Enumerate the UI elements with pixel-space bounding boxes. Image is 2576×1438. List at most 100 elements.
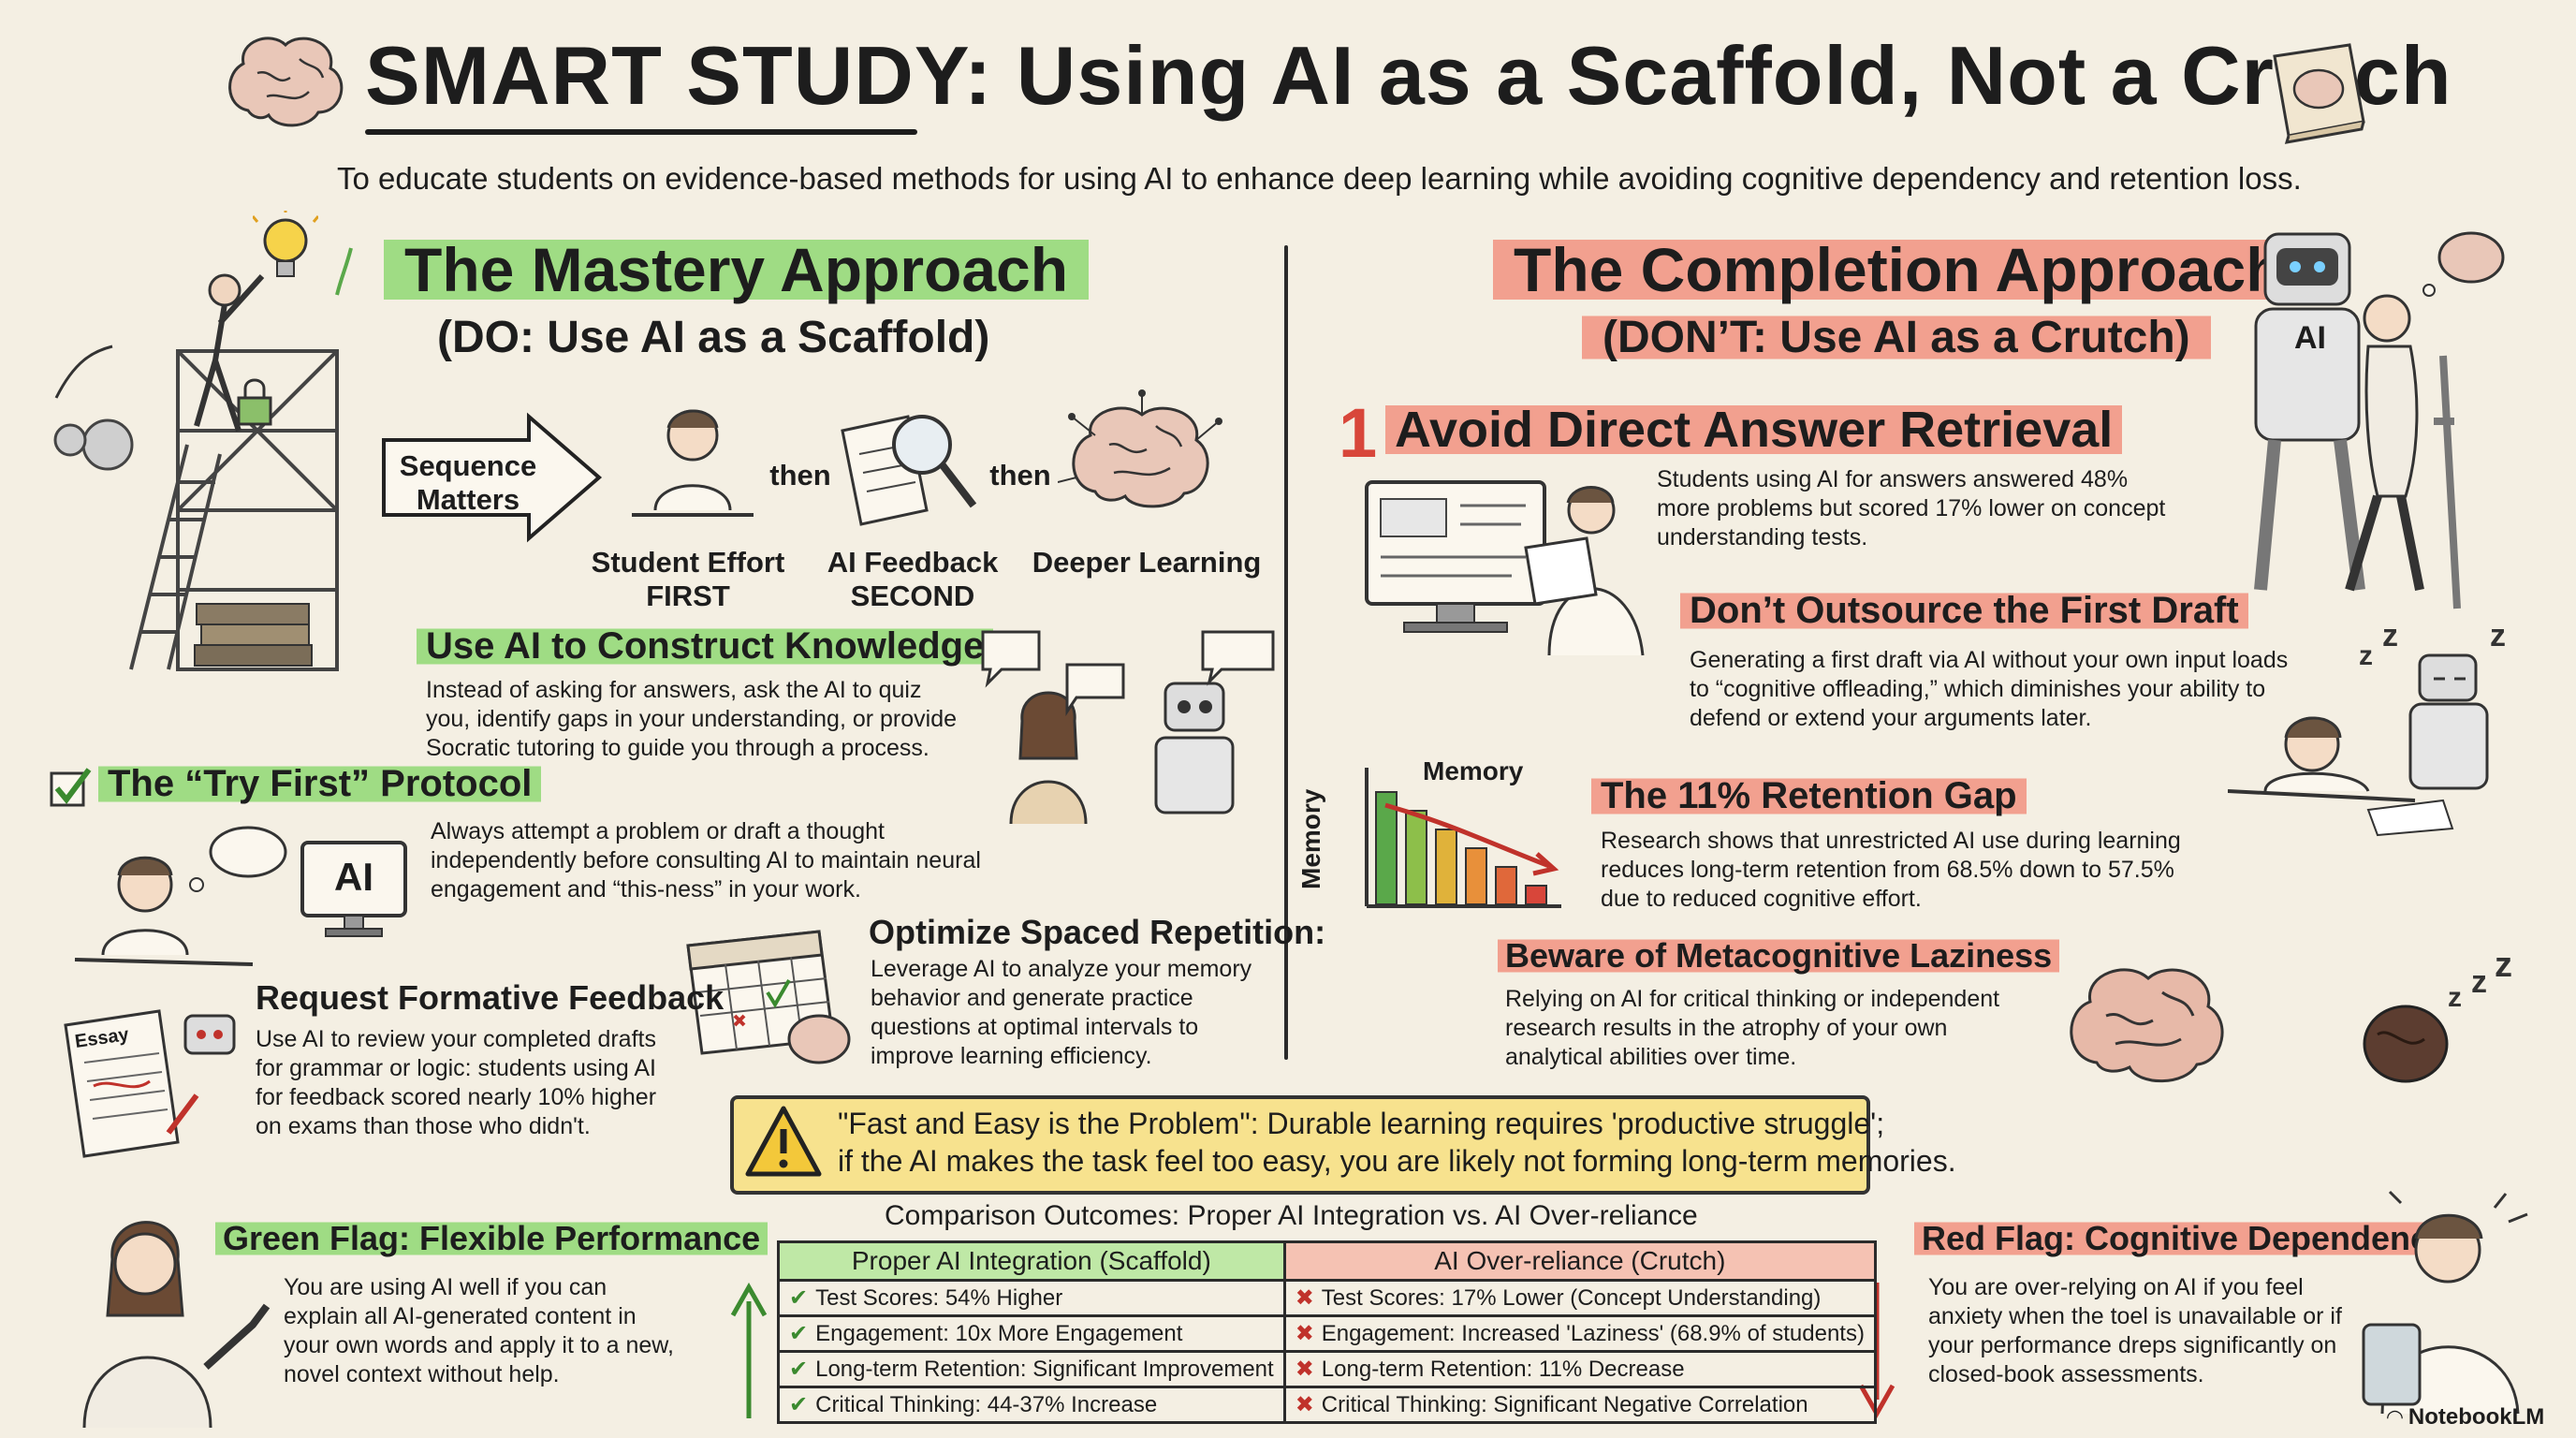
check-icon: ✔ [789, 1357, 809, 1382]
retention-title: The 11% Retention Gap [1591, 775, 2027, 817]
table-row: ✔Critical Thinking: 44-37% Increase ✖Cri… [777, 1386, 1877, 1424]
page-title: SMART STUDY: Using AI as a Scaffold, Not… [365, 29, 2452, 122]
cross-icon: ✖ [1295, 1321, 1314, 1346]
lightbulb-icon [253, 211, 318, 295]
chart-bar [1465, 847, 1487, 905]
notebooklm-logo-icon: ◠ [2387, 1405, 2403, 1429]
then-label-1: then [769, 459, 831, 492]
svg-text:z: z [2382, 618, 2398, 653]
chart-trend-arrowhead [1532, 852, 1559, 876]
sleeping-student-robot-illustration: z z z [2227, 618, 2546, 838]
page-subtitle: To educate students on evidence-based me… [337, 161, 2302, 196]
svg-text:z: z [2448, 982, 2462, 1013]
table-cell-scaffold: ✔Critical Thinking: 44-37% Increase [777, 1386, 1286, 1424]
warning-banner [730, 1095, 1870, 1195]
svg-text:z: z [2490, 618, 2506, 653]
brain-icon [220, 26, 351, 139]
avoid-title: Avoid Direct Answer Retrieval [1385, 401, 2123, 459]
warning-line-1: "Fast and Easy is the Problem": Durable … [838, 1107, 1885, 1140]
table-cell-crutch: ✖Test Scores: 17% Lower (Concept Underst… [1282, 1279, 1877, 1317]
comparison-table: Proper AI Integration (Scaffold) AI Over… [777, 1240, 1877, 1424]
notebooklm-watermark: ◠ NotebookLM [2387, 1404, 2544, 1431]
laziness-body: Relying on AI for critical thinking or i… [1505, 986, 2000, 1070]
scaffold-illustration [37, 211, 356, 679]
chart-bar [1435, 829, 1457, 905]
comparison-title: Comparison Outcomes: Proper AI Integrati… [885, 1200, 1698, 1231]
check-icon: ✔ [789, 1285, 809, 1311]
student-robot-chat-illustration [964, 627, 1282, 833]
chart-bar [1375, 791, 1398, 905]
table-row: ✔Engagement: 10x More Engagement ✖Engage… [777, 1314, 1877, 1353]
center-divider [1284, 245, 1288, 1060]
chart-trend-arrow [1384, 802, 1550, 869]
svg-text:z: z [2495, 950, 2512, 985]
watermark-text: NotebookLM [2408, 1404, 2545, 1430]
ai-monitor-icon: AI [298, 838, 410, 941]
table-cell-crutch: ✖Engagement: Increased 'Laziness' (68.9%… [1282, 1314, 1877, 1353]
feedback-title: Request Formative Feedback [256, 978, 724, 1017]
student-writing-icon [627, 398, 758, 529]
green-up-arrow-icon [725, 1283, 772, 1423]
warning-triangle-icon [744, 1105, 823, 1178]
table-cell-scaffold: ✔Long-term Retention: Significant Improv… [777, 1350, 1286, 1388]
completion-subtitle: (DON’T: Use AI as a Crutch) [1582, 312, 2211, 363]
sequence-arrow [379, 412, 604, 543]
comparison-header-scaffold: Proper AI Integration (Scaffold) [777, 1240, 1286, 1282]
chart-y-label: Memory [1296, 788, 1325, 889]
step1-label-line2: FIRST [646, 580, 730, 612]
then-label-2: then [989, 459, 1051, 492]
chart-bar [1495, 866, 1517, 905]
magnifier-document-icon [833, 403, 983, 534]
ai-monitor-label: AI [334, 855, 373, 899]
draft-body: Generating a first draft via AI without … [1690, 647, 2289, 731]
cross-icon: ✖ [1295, 1357, 1314, 1382]
comparison-header-crutch: AI Over-reliance (Crutch) [1282, 1240, 1877, 1282]
construct-body: Instead of asking for answers, ask the A… [426, 677, 958, 761]
robot-crutch-illustration: AI [2209, 215, 2546, 627]
calendar-brain-icon [679, 922, 856, 1072]
feedback-body: Use AI to review your completed drafts f… [256, 1026, 657, 1139]
shrunken-brain-icon: z z z [2349, 950, 2527, 1091]
cross-icon: ✖ [1295, 1392, 1314, 1417]
step2-label-line1: AI Feedback [827, 546, 999, 579]
book-icon [2261, 37, 2373, 145]
svg-text:z: z [2359, 640, 2373, 671]
try-first-title: The “Try First” Protocol [98, 763, 542, 805]
red-flag-title: Red Flag: Cognitive Dependency [1914, 1219, 2456, 1258]
green-flag-body: You are using AI well if you can explain… [284, 1274, 674, 1387]
chart-bar [1525, 885, 1547, 905]
chart-bar [1405, 810, 1427, 905]
avoid-body: Students using AI for answers answered 4… [1657, 466, 2166, 550]
essay-robot-illustration: Essay [56, 1002, 253, 1161]
mastery-title: The Mastery Approach [384, 234, 1090, 305]
step3-label: Deeper Learning [1032, 546, 1262, 579]
table-cell-crutch: ✖Long-term Retention: 11% Decrease [1282, 1350, 1877, 1388]
step1-label-line1: Student Effort [591, 546, 785, 579]
checkbox-checked-icon [49, 766, 92, 809]
anxious-student-illustration [2345, 1184, 2546, 1415]
student-computer-illustration [1362, 473, 1647, 660]
avoid-number: 1 [1339, 394, 1378, 472]
healthy-brain-icon [2055, 950, 2242, 1105]
robot-ai-label: AI [2294, 320, 2326, 356]
warning-line-2: if the AI makes the task feel too easy, … [838, 1144, 1956, 1178]
table-row: ✔Test Scores: 54% Higher ✖Test Scores: 1… [777, 1279, 1877, 1317]
glowing-brain-icon [1058, 389, 1226, 538]
table-cell-scaffold: ✔Test Scores: 54% Higher [777, 1279, 1286, 1317]
mastery-subtitle: (DO: Use AI as a Scaffold) [437, 313, 990, 362]
red-flag-body: You are over-relying on AI if you feel a… [1928, 1274, 2342, 1387]
completion-title: The Completion Approach [1493, 234, 2305, 305]
check-icon: ✔ [789, 1321, 809, 1346]
laziness-title: Beware of Metacognitive Laziness [1498, 936, 2060, 976]
try-first-body: Always attempt a problem or draft a thou… [431, 818, 981, 902]
table-row: ✔Long-term Retention: Significant Improv… [777, 1350, 1877, 1388]
green-flag-title: Green Flag: Flexible Performance [215, 1219, 768, 1258]
title-underline [365, 129, 917, 135]
chart-title: Memory [1423, 756, 1524, 785]
memory-bar-chart [1320, 749, 1563, 917]
student-thinking-illustration [66, 814, 290, 974]
spaced-repetition-body: Leverage AI to analyze your memory behav… [871, 956, 1252, 1069]
spaced-repetition-title: Optimize Spaced Repetition: [869, 913, 1326, 951]
sequence-arrow-label: Sequence Matters [399, 449, 537, 516]
step2-label-line2: SECOND [850, 580, 975, 612]
